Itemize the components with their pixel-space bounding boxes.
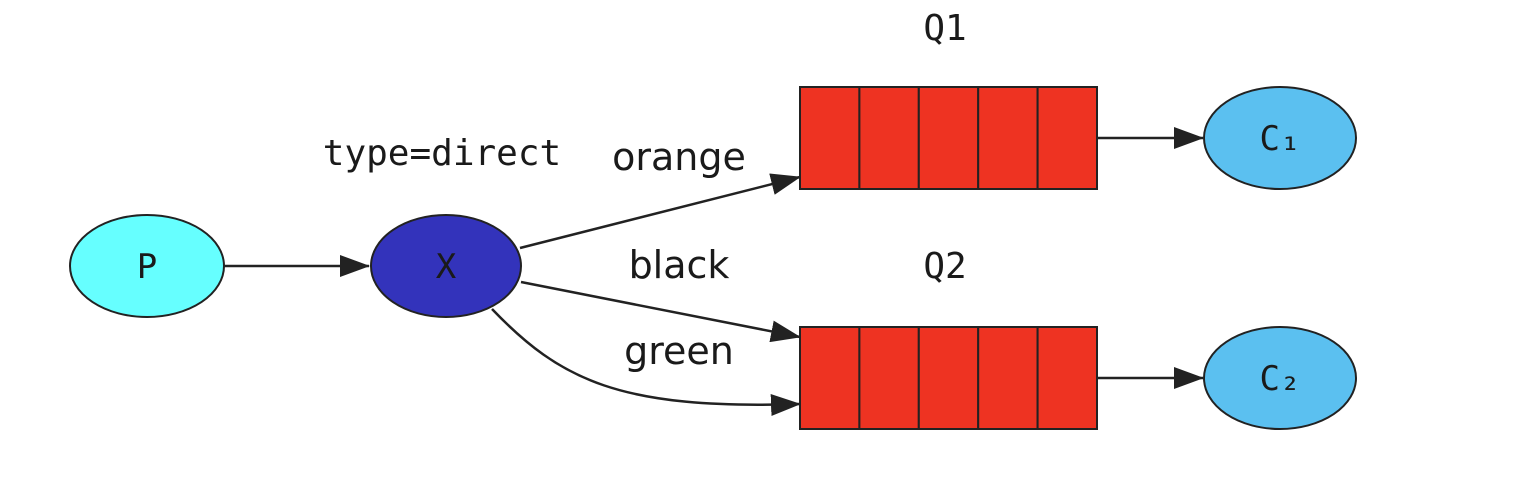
producer-node: P (69, 214, 225, 318)
producer-label: P (137, 247, 157, 287)
consumer-2-ellipse (1203, 326, 1357, 430)
queue-2-slot (977, 326, 1039, 430)
consumer-1-ellipse (1203, 86, 1357, 190)
queue-1-slot (1036, 86, 1098, 190)
queue-2-slot (799, 326, 861, 430)
green-binding-arrow (491, 308, 801, 416)
queue-2-slot (1036, 326, 1098, 430)
queue-1-name: Q1 (923, 8, 966, 49)
queue-2-slot (858, 326, 920, 430)
exchange-type-label: type=direct (323, 133, 561, 174)
consumer-2-label: C₂ (1260, 359, 1301, 399)
binding-label-orange: orange (612, 135, 746, 179)
queue-2-slot (917, 326, 980, 430)
producer-ellipse (69, 214, 225, 318)
consumer-1-node: C₁ (1203, 86, 1357, 190)
queue-2-name: Q2 (923, 246, 966, 287)
queue-1-slot (917, 86, 980, 190)
orange-binding-arrow (519, 173, 801, 250)
black-binding-arrow (520, 280, 801, 343)
queue-1 (799, 86, 1098, 190)
consumer-2-node: C₂ (1203, 326, 1357, 430)
binding-label-green: green (624, 329, 734, 373)
queue-1-slot (858, 86, 920, 190)
exchange-label: X (436, 247, 457, 287)
exchange-node: X (370, 214, 522, 318)
exchange-ellipse (370, 214, 522, 318)
queue-1-slot (977, 86, 1039, 190)
consumer-1-label: C₁ (1260, 119, 1301, 159)
queue-2 (799, 326, 1098, 430)
queue-1-slot (799, 86, 861, 190)
binding-label-black: black (629, 243, 730, 287)
